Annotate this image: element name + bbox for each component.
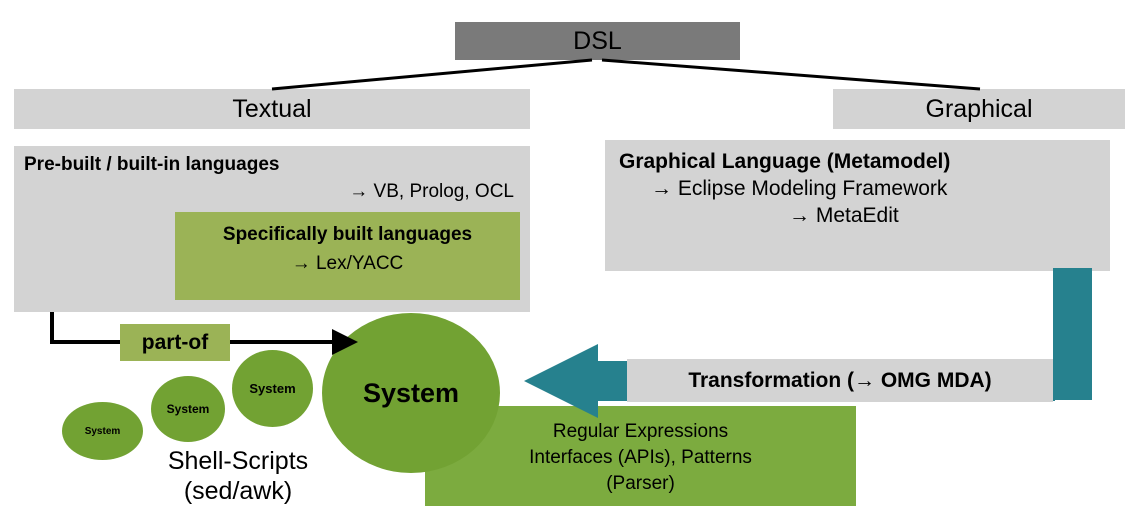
graphical-branch-node: Graphical <box>833 89 1125 129</box>
transformation-arrow-vertical-bar <box>1053 268 1092 400</box>
prebuilt-languages-title: Pre-built / built-in languages <box>24 154 280 175</box>
graphical-language-box: Graphical Language (Metamodel) → Eclipse… <box>605 140 1110 271</box>
transformation-arrowhead-icon <box>524 344 598 418</box>
specifically-built-languages-box: Specifically built languages → Lex/YACC <box>175 212 520 300</box>
system-circle-small: System <box>151 376 225 442</box>
regular-expressions-panel: Regular Expressions Interfaces (APIs), P… <box>425 406 856 506</box>
panel-line-parser: (Parser) <box>606 473 675 494</box>
specifically-built-examples: → Lex/YACC <box>291 253 404 274</box>
prebuilt-languages-examples: → VB, Prolog, OCL <box>349 181 514 202</box>
part-of-label-box: part-of <box>120 324 230 361</box>
transformation-label-box: Transformation (→ OMG MDA) <box>627 359 1053 402</box>
panel-line-interfaces-patterns: Interfaces (APIs), Patterns <box>529 447 752 468</box>
specifically-built-title: Specifically built languages <box>222 224 473 245</box>
dsl-root-node: DSL <box>455 22 740 60</box>
prebuilt-languages-box: Pre-built / built-in languages → VB, Pro… <box>14 146 530 312</box>
shell-scripts-line2: (sed/awk) <box>183 477 293 505</box>
branch-line-graphical <box>601 58 981 91</box>
textual-branch-node: Textual <box>14 89 530 129</box>
system-circle-medium: System <box>232 350 313 427</box>
panel-line-regular-expressions: Regular Expressions <box>552 421 729 442</box>
shell-scripts-line1: Shell-Scripts <box>167 447 309 475</box>
branch-line-textual <box>271 58 593 91</box>
graphical-language-emf: → Eclipse Modeling Framework <box>651 177 948 200</box>
graphical-language-metaedit: → MetaEdit <box>789 204 899 227</box>
graphical-language-title: Graphical Language (Metamodel) <box>619 150 951 173</box>
shell-scripts-caption: Shell-Scripts (sed/awk) <box>118 446 358 506</box>
system-circle-smallest: System <box>62 402 143 460</box>
